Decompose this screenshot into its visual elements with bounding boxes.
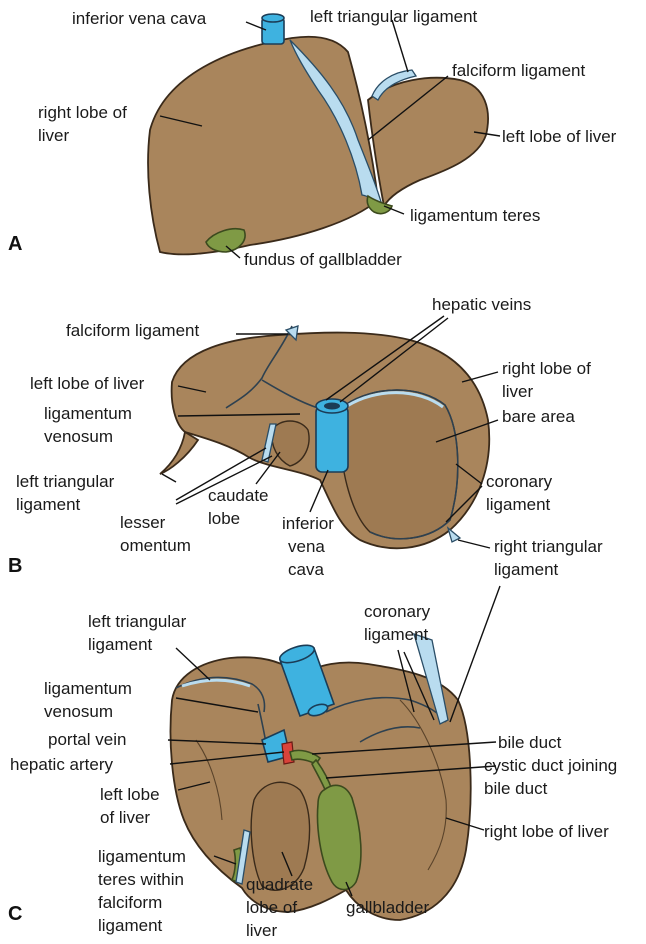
panel-c-label-left-lobe-2: of liver xyxy=(100,808,150,827)
panel-b-label-bare-area: bare area xyxy=(502,407,575,426)
panel-a-letter: A xyxy=(8,233,22,255)
panel-c-label-bile-duct: bile duct xyxy=(498,733,562,752)
panel-c-label-coronary-1: coronary xyxy=(364,602,431,621)
panel-c-label-left-lobe-1: left lobe xyxy=(100,785,160,804)
panel-a-label-ivc: inferior vena cava xyxy=(72,9,207,28)
panel-a-leader-left-triangular xyxy=(392,20,408,72)
panel-b-label-ivc-1: inferior xyxy=(282,514,334,533)
panel-c: left triangular ligament coronary ligame… xyxy=(8,586,617,940)
panel-c-label-teres-1: ligamentum xyxy=(98,847,186,866)
panel-c-label-hepatic-artery: hepatic artery xyxy=(10,755,113,774)
panel-b-label-coronary-2: ligament xyxy=(486,495,551,514)
panel-b-label-right-tri-2: ligament xyxy=(494,560,559,579)
panel-a-label-right-lobe-1: right lobe of xyxy=(38,103,127,122)
panel-a-label-left-lobe: left lobe of liver xyxy=(502,127,617,146)
panel-a-label-falciform: falciform ligament xyxy=(452,61,585,80)
panel-b-leader-right-tri xyxy=(458,540,490,548)
panel-b-label-falciform: falciform ligament xyxy=(66,321,199,340)
panel-b-label-ivc-2: vena xyxy=(288,537,325,556)
panel-b-label-coronary-1: coronary xyxy=(486,472,553,491)
panel-b-label-ivc-3: cava xyxy=(288,560,324,579)
panel-a-left-lobe xyxy=(368,78,488,206)
panel-b-label-venosum-1: ligamentum xyxy=(44,404,132,423)
panel-b-ivc xyxy=(316,406,348,472)
panel-b-label-lesser-1: lesser xyxy=(120,513,166,532)
panel-b-label-lesser-2: omentum xyxy=(120,536,191,555)
panel-a-ivc-opening xyxy=(262,14,284,22)
panel-c-label-venosum-2: venosum xyxy=(44,702,113,721)
panel-b-label-left-lobe: left lobe of liver xyxy=(30,374,145,393)
panel-c-letter: C xyxy=(8,903,22,925)
panel-b-label-venosum-2: venosum xyxy=(44,427,113,446)
panel-c-label-coronary-2: ligament xyxy=(364,625,429,644)
panel-c-label-portal-vein: portal vein xyxy=(48,730,126,749)
panel-b-label-caudate-1: caudate xyxy=(208,486,269,505)
panel-c-label-cystic-2: bile duct xyxy=(484,779,548,798)
panel-b-label-right-tri-1: right triangular xyxy=(494,537,603,556)
panel-c-label-quadrate-3: liver xyxy=(246,921,278,940)
panel-c-label-teres-3: falciform xyxy=(98,893,162,912)
panel-a-right-lobe xyxy=(148,37,378,255)
panel-c-label-teres-4: ligament xyxy=(98,916,163,935)
panel-c-label-cystic-1: cystic duct joining xyxy=(484,756,617,775)
panel-b-leader-left-tri xyxy=(162,474,176,482)
panel-b-letter: B xyxy=(8,555,22,577)
panel-b-left-triangular-tail xyxy=(160,432,198,474)
panel-c-label-right-lobe: right lobe of liver xyxy=(484,822,609,841)
panel-b-label-caudate-2: lobe xyxy=(208,509,240,528)
panel-b-label-left-tri-2: ligament xyxy=(16,495,81,514)
panel-a: inferior vena cava left triangular ligam… xyxy=(8,7,617,269)
panel-a-label-right-lobe-2: liver xyxy=(38,126,70,145)
panel-c-label-left-tri-2: ligament xyxy=(88,635,153,654)
panel-b-hepatic-vein-openings xyxy=(324,403,340,410)
panel-b-label-right-lobe-1: right lobe of xyxy=(502,359,591,378)
panel-c-label-quadrate-2: lobe of xyxy=(246,898,297,917)
panel-b: hepatic veins falciform ligament left lo… xyxy=(8,295,603,579)
panel-c-leader-right-tri xyxy=(450,586,500,722)
panel-a-label-teres: ligamentum teres xyxy=(410,206,540,225)
panel-c-label-left-tri-1: left triangular xyxy=(88,612,187,631)
panel-a-label-left-triangular: left triangular ligament xyxy=(310,7,478,26)
panel-c-label-venosum-1: ligamentum xyxy=(44,679,132,698)
panel-b-label-hepatic-veins: hepatic veins xyxy=(432,295,531,314)
panel-c-label-quadrate-1: quadrate xyxy=(246,875,313,894)
panel-c-label-teres-2: teres within xyxy=(98,870,184,889)
panel-c-label-gallbladder: gallbladder xyxy=(346,898,430,917)
panel-a-label-fundus: fundus of gallbladder xyxy=(244,250,402,269)
panel-b-label-left-tri-1: left triangular xyxy=(16,472,115,491)
panel-b-bare-area xyxy=(342,390,458,539)
panel-b-label-right-lobe-2: liver xyxy=(502,382,534,401)
